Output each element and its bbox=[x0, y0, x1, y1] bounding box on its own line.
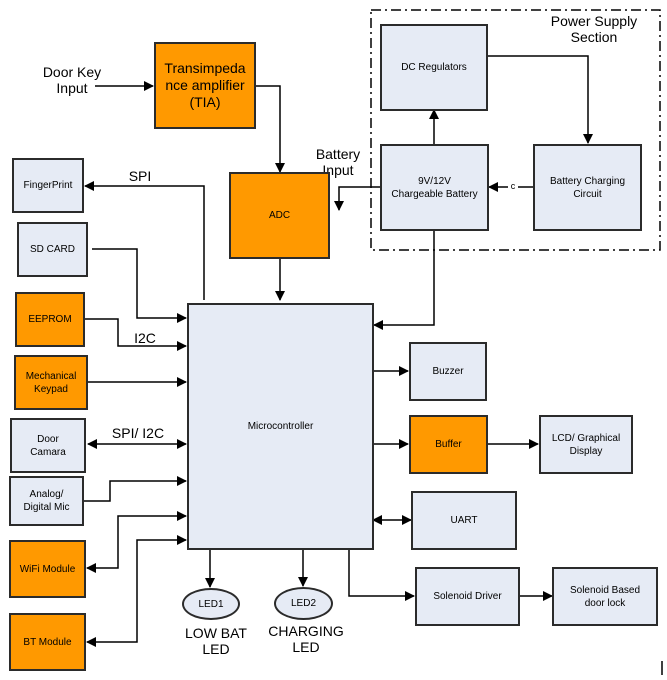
power-supply-section-label: Power Supply Section bbox=[550, 13, 638, 45]
battery-input-label: Battery Input bbox=[315, 146, 361, 178]
power-supply-section-border bbox=[370, 9, 661, 251]
led1: LED1 bbox=[182, 588, 240, 620]
battery-block: 9V/12V Chargeable Battery bbox=[380, 144, 489, 231]
battery-to-mcu bbox=[373, 230, 435, 330]
fingerprint-block: FingerPrint bbox=[12, 158, 84, 213]
low-bat-led-label: LOW BAT LED bbox=[185, 625, 247, 657]
sd-card-block: SD CARD bbox=[17, 222, 88, 277]
battery-charging-block: Battery Charging Circuit bbox=[533, 144, 642, 231]
solenoid-lock-block: Solenoid Based door lock bbox=[552, 567, 658, 626]
spi-i2c-label: SPI/ I2C bbox=[111, 425, 165, 441]
c-marker: c bbox=[508, 180, 518, 192]
mic-to-mcu bbox=[84, 476, 187, 502]
buzzer-block: Buzzer bbox=[409, 342, 487, 401]
battery-to-adc bbox=[334, 186, 381, 211]
microcontroller-block: Microcontroller bbox=[187, 303, 374, 550]
mic-block: Analog/ Digital Mic bbox=[9, 476, 84, 526]
tia-to-adc bbox=[256, 85, 285, 173]
door-key-input-label: Door Key Input bbox=[42, 64, 102, 96]
bt-module-block: BT Module bbox=[9, 613, 86, 671]
mcu-to-fingerprint bbox=[84, 181, 205, 300]
dc-regulators-to-charging bbox=[488, 55, 593, 144]
adc-block: ADC bbox=[229, 172, 330, 259]
led2: LED2 bbox=[274, 587, 333, 620]
lcd-display-block: LCD/ Graphical Display bbox=[539, 415, 633, 474]
buffer-block: Buffer bbox=[409, 415, 488, 474]
door-camera-block: Door Camara bbox=[10, 418, 86, 473]
sdcard-to-mcu bbox=[92, 248, 187, 323]
i2c-label: I2C bbox=[134, 330, 156, 346]
uart-block: UART bbox=[411, 491, 517, 550]
mcu-to-solenoid-driver bbox=[348, 548, 415, 601]
mechanical-keypad-block: Mechanical Keypad bbox=[14, 355, 88, 410]
eeprom-to-mcu bbox=[85, 318, 187, 351]
dc-regulators-block: DC Regulators bbox=[380, 24, 488, 111]
wifi-module-block: WiFi Module bbox=[9, 540, 86, 598]
bt-mcu-bus bbox=[86, 535, 187, 647]
solenoid-driver-block: Solenoid Driver bbox=[415, 567, 520, 626]
spi-label: SPI bbox=[128, 168, 152, 184]
eeprom-block: EEPROM bbox=[15, 292, 85, 347]
tia-block: Transimpeda nce amplifier (TIA) bbox=[154, 42, 256, 129]
charging-led-label: CHARGING LED bbox=[268, 623, 344, 655]
